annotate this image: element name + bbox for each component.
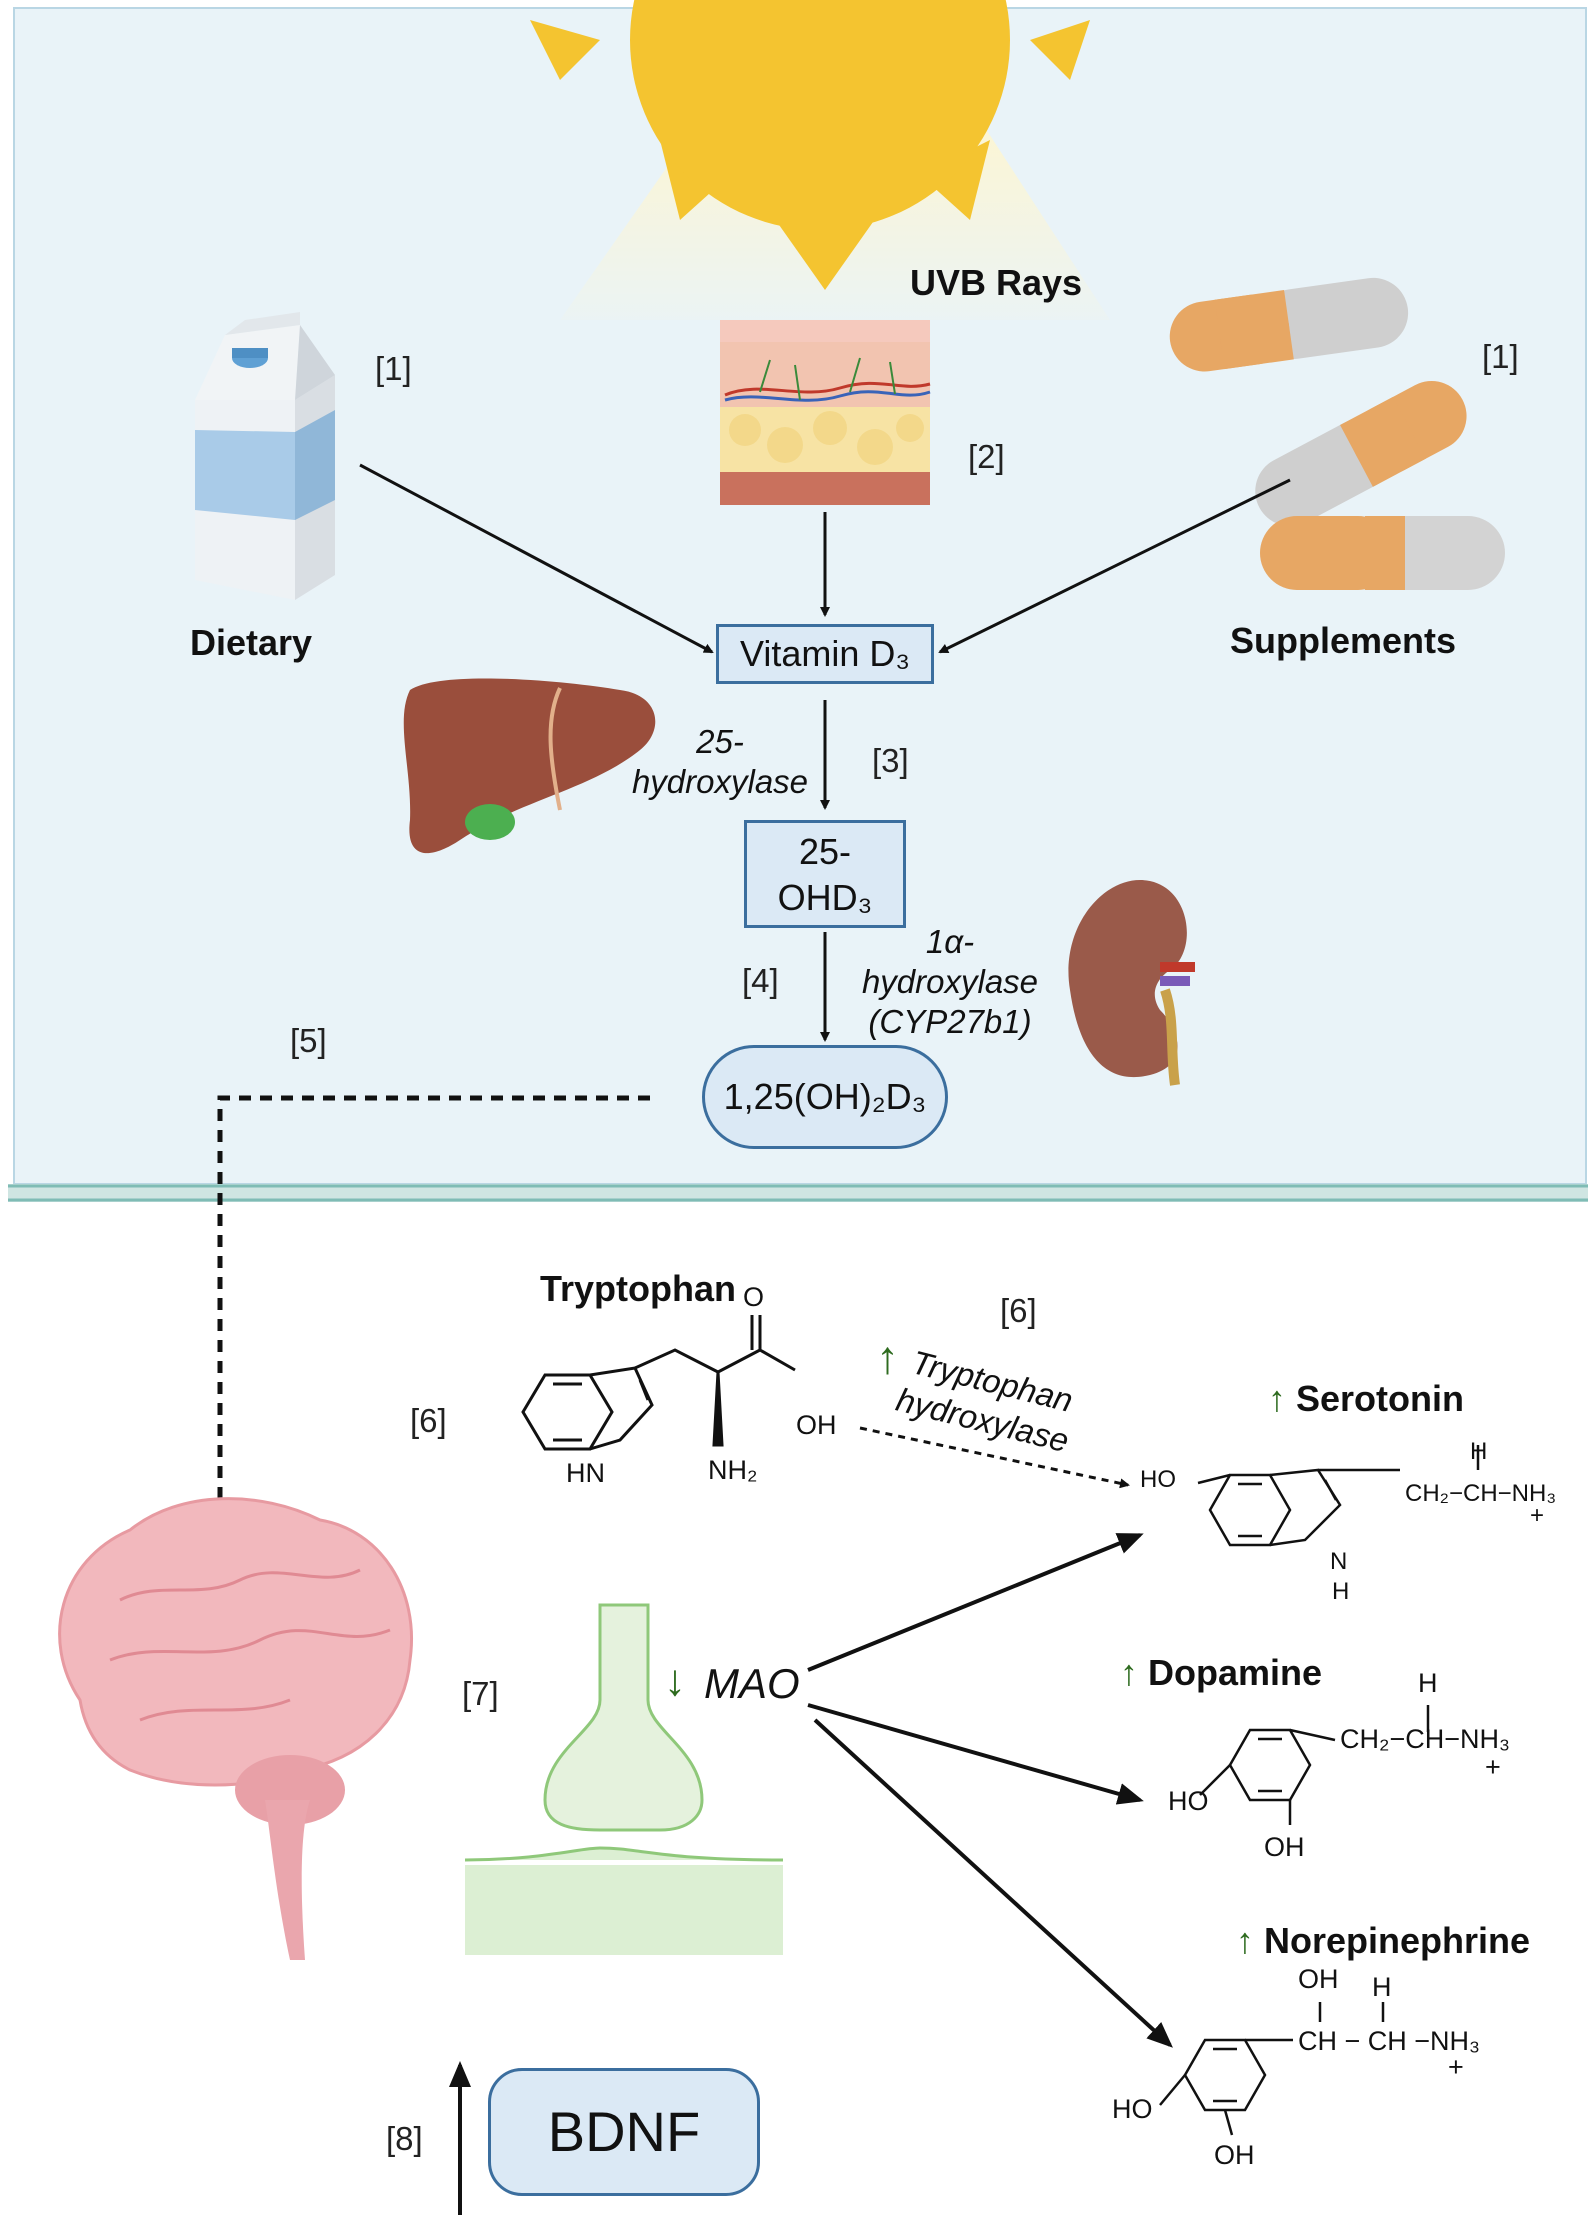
ser-ho: HO (1140, 1466, 1176, 1493)
ref-tryptophan-left: [6] (410, 1402, 447, 1439)
ref-mao: [7] (462, 1675, 499, 1712)
increase-arrow-icon: ↑ (1120, 1652, 1138, 1693)
dop-ho: HO (1168, 1786, 1209, 1816)
bdnf-box: BDNF (488, 2068, 760, 2196)
ne-ho: HO (1112, 2094, 1153, 2124)
enzyme-1a-hydroxylase: 1α- hydroxylase (CYP27b1) (861, 923, 1039, 1040)
dop-oh: OH (1264, 1832, 1305, 1862)
panel-divider (8, 1184, 1588, 1202)
arrow-mao-to-norepinephrine (813, 1718, 1173, 2048)
trp-nh2: NH₂ (708, 1455, 758, 1485)
ref-25-hydroxylase: [3] (872, 742, 909, 779)
increase-arrow-icon: ↑ (876, 1331, 899, 1383)
ref-1a-hydroxylase: [4] (742, 962, 779, 999)
ref-tryptophan-hydroxylase: [6] (1000, 1292, 1037, 1329)
ref-dietary: [1] (375, 350, 412, 387)
mao-label: MAO (704, 1660, 800, 1707)
ser-n-h: H (1332, 1578, 1350, 1605)
dop-h: H (1418, 1668, 1438, 1698)
dietary-label: Dietary (190, 622, 313, 663)
vitamin-d3-box: Vitamin D₃ (716, 624, 934, 684)
supplements-label: Supplements (1230, 620, 1457, 661)
trp-hn: HN (566, 1458, 605, 1488)
ref-skin: [2] (968, 438, 1005, 475)
ne-oh-top: OH (1298, 1964, 1339, 1994)
arrow-trp-to-serotonin (859, 1426, 1130, 1489)
ref-supplements: [1] (1482, 338, 1519, 375)
ref-bdnf: [8] (386, 2120, 423, 2157)
ne-h: H (1372, 1972, 1392, 2002)
supplement-capsules-icon (1169, 277, 1505, 590)
ne-oh: OH (1214, 2140, 1255, 2170)
skin-icon (720, 320, 931, 505)
arrow-supplements-to-vitd (938, 478, 1291, 654)
dop-chain: CH₂−CH−NH₃ (1340, 1724, 1511, 1754)
norepinephrine-label: ↑ Norepinephrine (1236, 1920, 1531, 1961)
serotonin-label: ↑ Serotonin (1268, 1378, 1465, 1419)
brain-icon (58, 1497, 413, 1960)
milk-carton-icon (195, 312, 335, 600)
trp-oh: OH (796, 1410, 837, 1440)
kidney-icon (1068, 880, 1195, 1086)
decrease-arrow-icon: ↓ (664, 1656, 686, 1705)
tryptophan-title: Tryptophan (540, 1268, 736, 1309)
trp-o: O (743, 1282, 765, 1312)
serotonin-structure (1197, 1445, 1480, 1547)
ser-n: N (1330, 1548, 1348, 1575)
arrow-dietary-to-vitd (359, 463, 714, 654)
box-25-ohd3: 25- OHD₃ (744, 820, 906, 928)
arrow-active-to-brain (215, 1095, 650, 1597)
dopamine-label: ↑ Dopamine (1120, 1652, 1323, 1693)
dopamine-structure (1199, 1705, 1430, 1825)
arrow-mao-to-serotonin (807, 1533, 1144, 1672)
liver-icon (403, 678, 656, 854)
arrow-mao-to-dopamine (807, 1703, 1144, 1805)
enzyme-25-hydroxylase: 25- hydroxylase (631, 723, 809, 800)
increase-arrow-icon: ↑ (1268, 1378, 1286, 1419)
uvb-label: UVB Rays (910, 262, 1083, 303)
increase-arrow-icon: ↑ (1236, 1920, 1254, 1961)
ser-chain: CH₂−CH−NH₃ (1405, 1480, 1557, 1507)
tryptophan-structure (521, 1315, 796, 1451)
ne-chain: CH − CH −NH₃ (1298, 2026, 1481, 2056)
dop-plus: + (1485, 1752, 1501, 1782)
ser-h: H (1470, 1438, 1488, 1465)
norepinephrine-structure (1159, 2002, 1385, 2136)
synapse-icon (464, 1603, 784, 1955)
ne-plus: + (1448, 2052, 1464, 2082)
active-vitamin-d-box: 1,25(OH)₂D₃ (702, 1045, 948, 1149)
ser-plus: + (1530, 1502, 1545, 1529)
sun-icon (530, 0, 1110, 320)
ref-brain-pathway: [5] (290, 1022, 327, 1059)
